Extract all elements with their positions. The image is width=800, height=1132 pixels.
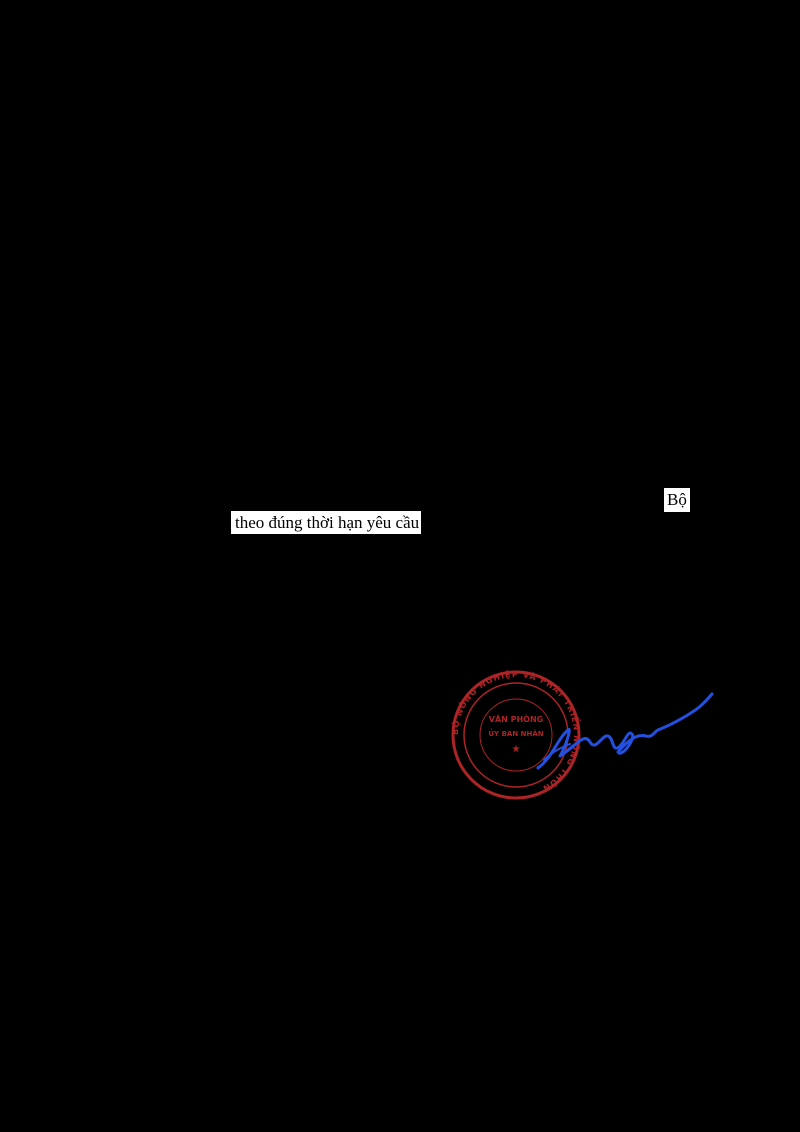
seal-center-line-2: ỦY BAN NHÂN: [488, 728, 543, 738]
text-fragment-deadline: theo đúng thời hạn yêu cầu: [231, 511, 422, 534]
seal-star-icon: ★: [512, 744, 521, 755]
seal-center-line-1: VĂN PHÒNG: [489, 713, 543, 724]
signature-scribble: [536, 692, 714, 770]
text-fragment-bo: Bộ: [664, 488, 690, 512]
stamp-and-signature: BỘ NÔNG NGHIỆP VÀ PHÁT TRIỂN NÔNG THÔN V…: [450, 669, 714, 800]
signature-tail-stroke: [543, 743, 571, 761]
